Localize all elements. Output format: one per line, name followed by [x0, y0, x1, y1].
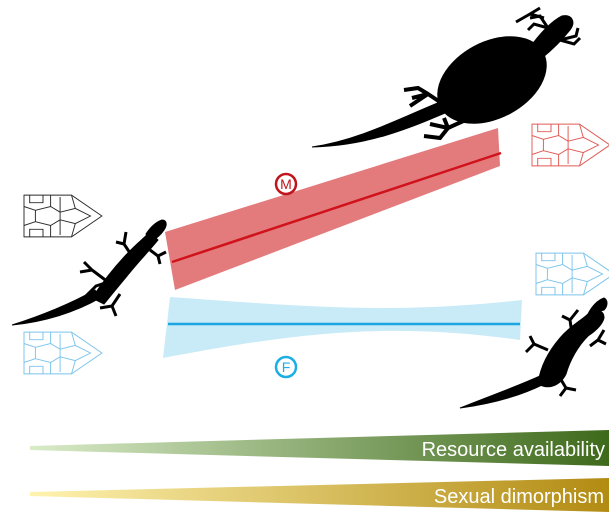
female-marker: F [276, 357, 296, 377]
lizard-silhouette-medium [12, 220, 166, 325]
resource-availability-label: Resource availability [422, 439, 605, 461]
head-outline-neutral [24, 195, 102, 237]
sexual-dimorphism-gradient: Sexual dimorphism [30, 478, 609, 512]
female-confidence-band [163, 297, 522, 358]
sexual-dimorphism-label: Sexual dimorphism [434, 486, 604, 508]
head-outline-female-left [24, 332, 102, 374]
head-outline-male [532, 124, 609, 166]
resource-availability-gradient: Resource availability [30, 430, 609, 466]
lizard-silhouette-large-male [312, 8, 580, 147]
male-marker: M [276, 174, 296, 194]
male-band [165, 128, 501, 290]
head-outline-female-right [536, 253, 609, 295]
female-marker-label: F [282, 359, 291, 375]
male-trend-line [172, 153, 501, 262]
female-band [163, 297, 522, 358]
male-marker-label: M [280, 176, 292, 192]
